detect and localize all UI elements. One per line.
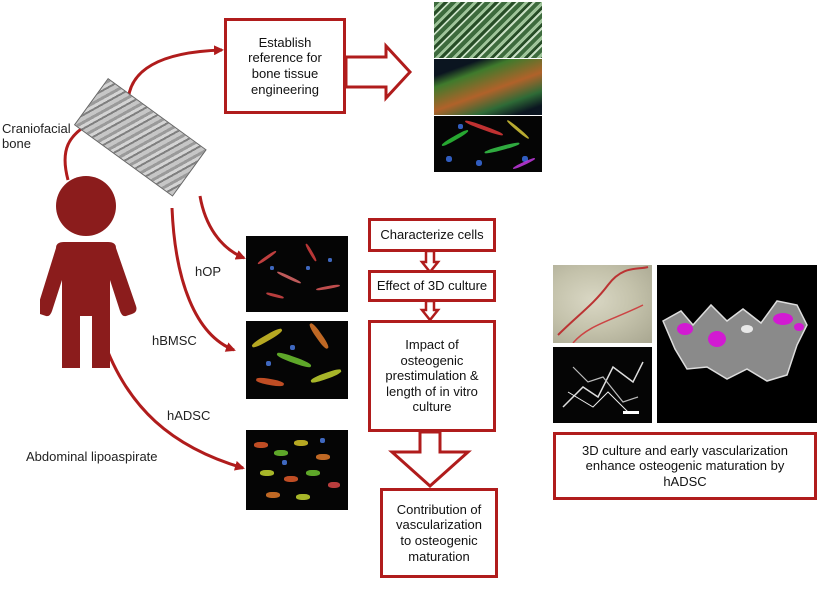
conclusion-box: 3D culture and early vascularization enh… bbox=[553, 432, 817, 500]
craniofacial-bone-label: Craniofacial bone bbox=[2, 121, 71, 152]
hop-micrograph bbox=[246, 236, 348, 312]
vascularization-photo bbox=[553, 265, 652, 343]
reference-image-2 bbox=[434, 59, 542, 115]
arrow-bone-to-hbmsc bbox=[170, 207, 236, 352]
reference-image-3 bbox=[434, 116, 542, 172]
reference-image-1 bbox=[434, 2, 542, 58]
person-icon bbox=[40, 176, 137, 368]
effect-3d-culture-box: Effect of 3D culture bbox=[368, 270, 496, 302]
vascular-network-image bbox=[553, 347, 652, 423]
contribution-vascularization-box: Contribution of vascularization to osteo… bbox=[380, 488, 498, 578]
hadsc-label: hADSC bbox=[167, 408, 211, 423]
abdominal-lipoaspirate-label: Abdominal lipoaspirate bbox=[26, 449, 158, 464]
3d-reconstruction-image bbox=[657, 265, 817, 423]
arrow-person-to-hadsc bbox=[98, 329, 245, 471]
characterize-cells-box: Characterize cells bbox=[368, 218, 496, 252]
hbmsc-label: hBMSC bbox=[152, 333, 197, 348]
hollow-arrow-to-reference-images bbox=[344, 42, 413, 102]
hbmsc-micrograph bbox=[246, 321, 348, 399]
impact-prestimulation-box: Impact of osteogenic prestimulation & le… bbox=[368, 320, 496, 432]
hop-label: hOP bbox=[195, 264, 222, 279]
arrow-effect-to-impact bbox=[419, 299, 441, 323]
hollow-arrow-to-contribution bbox=[388, 430, 472, 489]
establish-reference-box: Establish reference for bone tissue engi… bbox=[224, 18, 346, 114]
arrow-characterize-to-effect bbox=[419, 249, 441, 275]
hadsc-micrograph bbox=[246, 430, 348, 510]
arrow-bone-to-reference bbox=[126, 45, 224, 105]
arrow-bone-to-hop bbox=[198, 195, 246, 260]
